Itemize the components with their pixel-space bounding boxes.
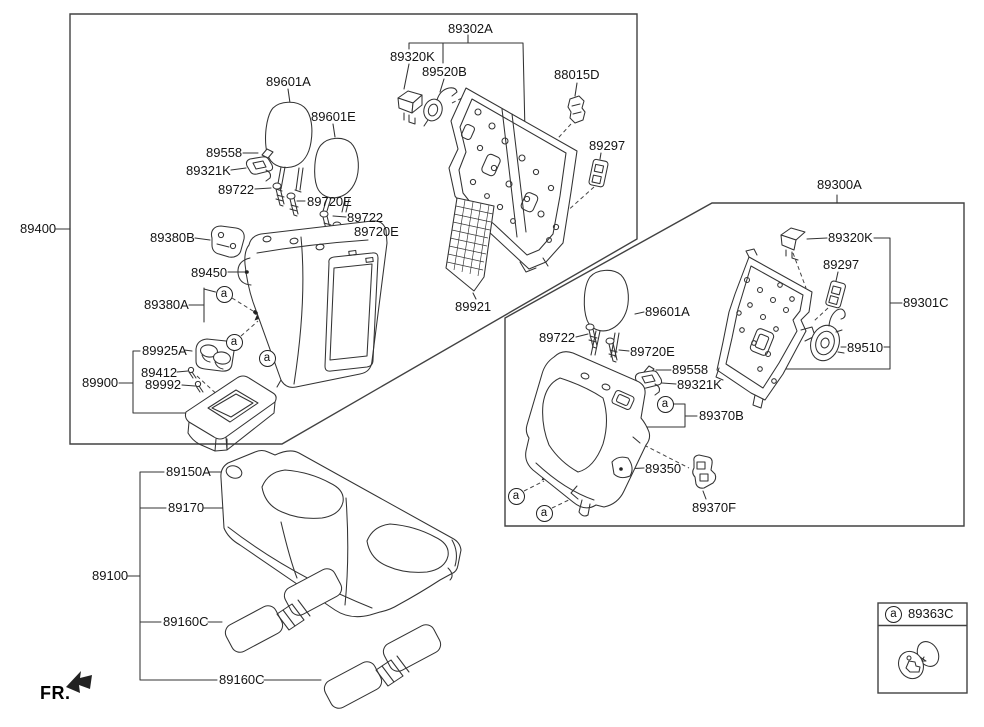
part-label-89900: 89900: [82, 375, 119, 390]
part-label-89297-right: 89297: [823, 257, 860, 272]
part-label-89558-left: 89558: [206, 145, 243, 160]
screw-89412: [187, 366, 197, 379]
bracket-89370f: [692, 454, 717, 489]
seat-cushion-89100: [220, 449, 462, 618]
part-label-89380b: 89380B: [150, 230, 195, 245]
seat-back-frame-89301c: [715, 248, 816, 409]
guide-89321k-left: [245, 156, 274, 182]
part-label-89722-left-1: 89722: [218, 182, 255, 197]
part-label-89400: 89400: [20, 221, 57, 236]
latch-89320k-right: [780, 227, 806, 261]
legend-marker-a: a: [885, 606, 902, 623]
part-label-89302a: 89302A: [448, 21, 493, 36]
legend-box: [877, 602, 968, 694]
part-label-89160c-2: 89160C: [219, 672, 265, 687]
group-box-right-89300a: [504, 202, 965, 527]
legend-part-label-89363c: 89363C: [908, 606, 954, 621]
screw-89722-right: [585, 323, 598, 349]
part-label-89320k-left: 89320K: [390, 49, 435, 64]
leader-lines: [55, 34, 903, 681]
fastener-marker-a-1: a: [215, 285, 233, 303]
part-label-89321k-right: 89321K: [677, 377, 722, 392]
part-label-89160c-1: 89160C: [163, 614, 209, 629]
part-label-89370f: 89370F: [692, 500, 737, 515]
child-seat-anchor-icon: [898, 641, 940, 680]
part-label-89720e-left-2: 89720E: [354, 224, 399, 239]
latch-89520b: [423, 87, 458, 127]
part-label-89601a-right: 89601A: [645, 304, 690, 319]
part-label-89722-right: 89722: [539, 330, 576, 345]
part-label-89100: 89100: [92, 568, 129, 583]
part-label-89321k-left: 89321K: [186, 163, 231, 178]
cup-holder-89925a: [195, 338, 235, 372]
bracket-89380b: [211, 225, 245, 258]
headrest-89601a-left: [264, 101, 313, 193]
bracket-89297-right: [825, 280, 846, 309]
fastener-marker-a-6: a: [535, 504, 553, 522]
part-label-89722-left-2: 89722: [347, 210, 384, 225]
mesh-panel-89921: [445, 197, 495, 292]
part-label-89520b: 89520B: [422, 64, 467, 79]
part-label-89320k-right: 89320K: [828, 230, 873, 245]
group-box-left-89400: [69, 13, 638, 445]
part-label-89370b: 89370B: [699, 408, 744, 423]
front-direction-arrow: [66, 671, 92, 693]
screw-89720e-left-1: [286, 192, 299, 217]
part-label-89601e: 89601E: [311, 109, 356, 124]
headrest-89601a-right: [583, 269, 629, 358]
part-label-89450: 89450: [191, 265, 228, 280]
skid-cover-89160c-2: [323, 624, 442, 709]
armrest-89900: [184, 375, 277, 452]
part-label-89558-right: 89558: [672, 362, 709, 377]
part-label-89380a: 89380A: [144, 297, 189, 312]
part-label-89300a: 89300A: [817, 177, 862, 192]
part-label-89150a: 89150A: [166, 464, 211, 479]
screw-89722-left-1: [272, 182, 285, 207]
part-label-89170: 89170: [168, 500, 205, 515]
front-direction-label: FR.: [40, 683, 71, 703]
part-label-89301c: 89301C: [903, 295, 949, 310]
part-label-89297-left: 89297: [589, 138, 626, 153]
fastener-marker-a-5: a: [507, 487, 525, 505]
part-label-89350: 89350: [645, 461, 682, 476]
part-label-89992: 89992: [145, 377, 182, 392]
part-label-89925a: 89925A: [142, 343, 187, 358]
part-label-89510: 89510: [847, 340, 884, 355]
bracket-89297-left: [588, 158, 609, 188]
part-label-89601a-left: 89601A: [266, 74, 311, 89]
screw-89720e-right: [605, 337, 618, 363]
part-label-89720e-right: 89720E: [630, 344, 675, 359]
part-label-89412: 89412: [141, 365, 178, 380]
seat-back-cushion-right: [525, 351, 651, 517]
headrest-89601e: [314, 137, 359, 213]
seat-back-cushion-left: [237, 220, 388, 388]
skid-cover-89160c-1: [224, 568, 343, 653]
part-label-89921: 89921: [455, 299, 492, 314]
fastener-marker-a-3: a: [258, 349, 276, 367]
screw-89722-left-2: [319, 210, 332, 235]
clip-88015d: [567, 95, 586, 124]
fastener-marker-a-2: a: [225, 333, 243, 351]
recliner-mechanism-89510: [810, 308, 846, 362]
fastener-marker-a-4: a: [656, 395, 674, 413]
part-label-88015d: 88015D: [554, 67, 600, 82]
latch-89320k-left: [397, 90, 423, 125]
part-label-89720e-left-1: 89720E: [307, 194, 352, 209]
screw-89992: [194, 380, 204, 393]
